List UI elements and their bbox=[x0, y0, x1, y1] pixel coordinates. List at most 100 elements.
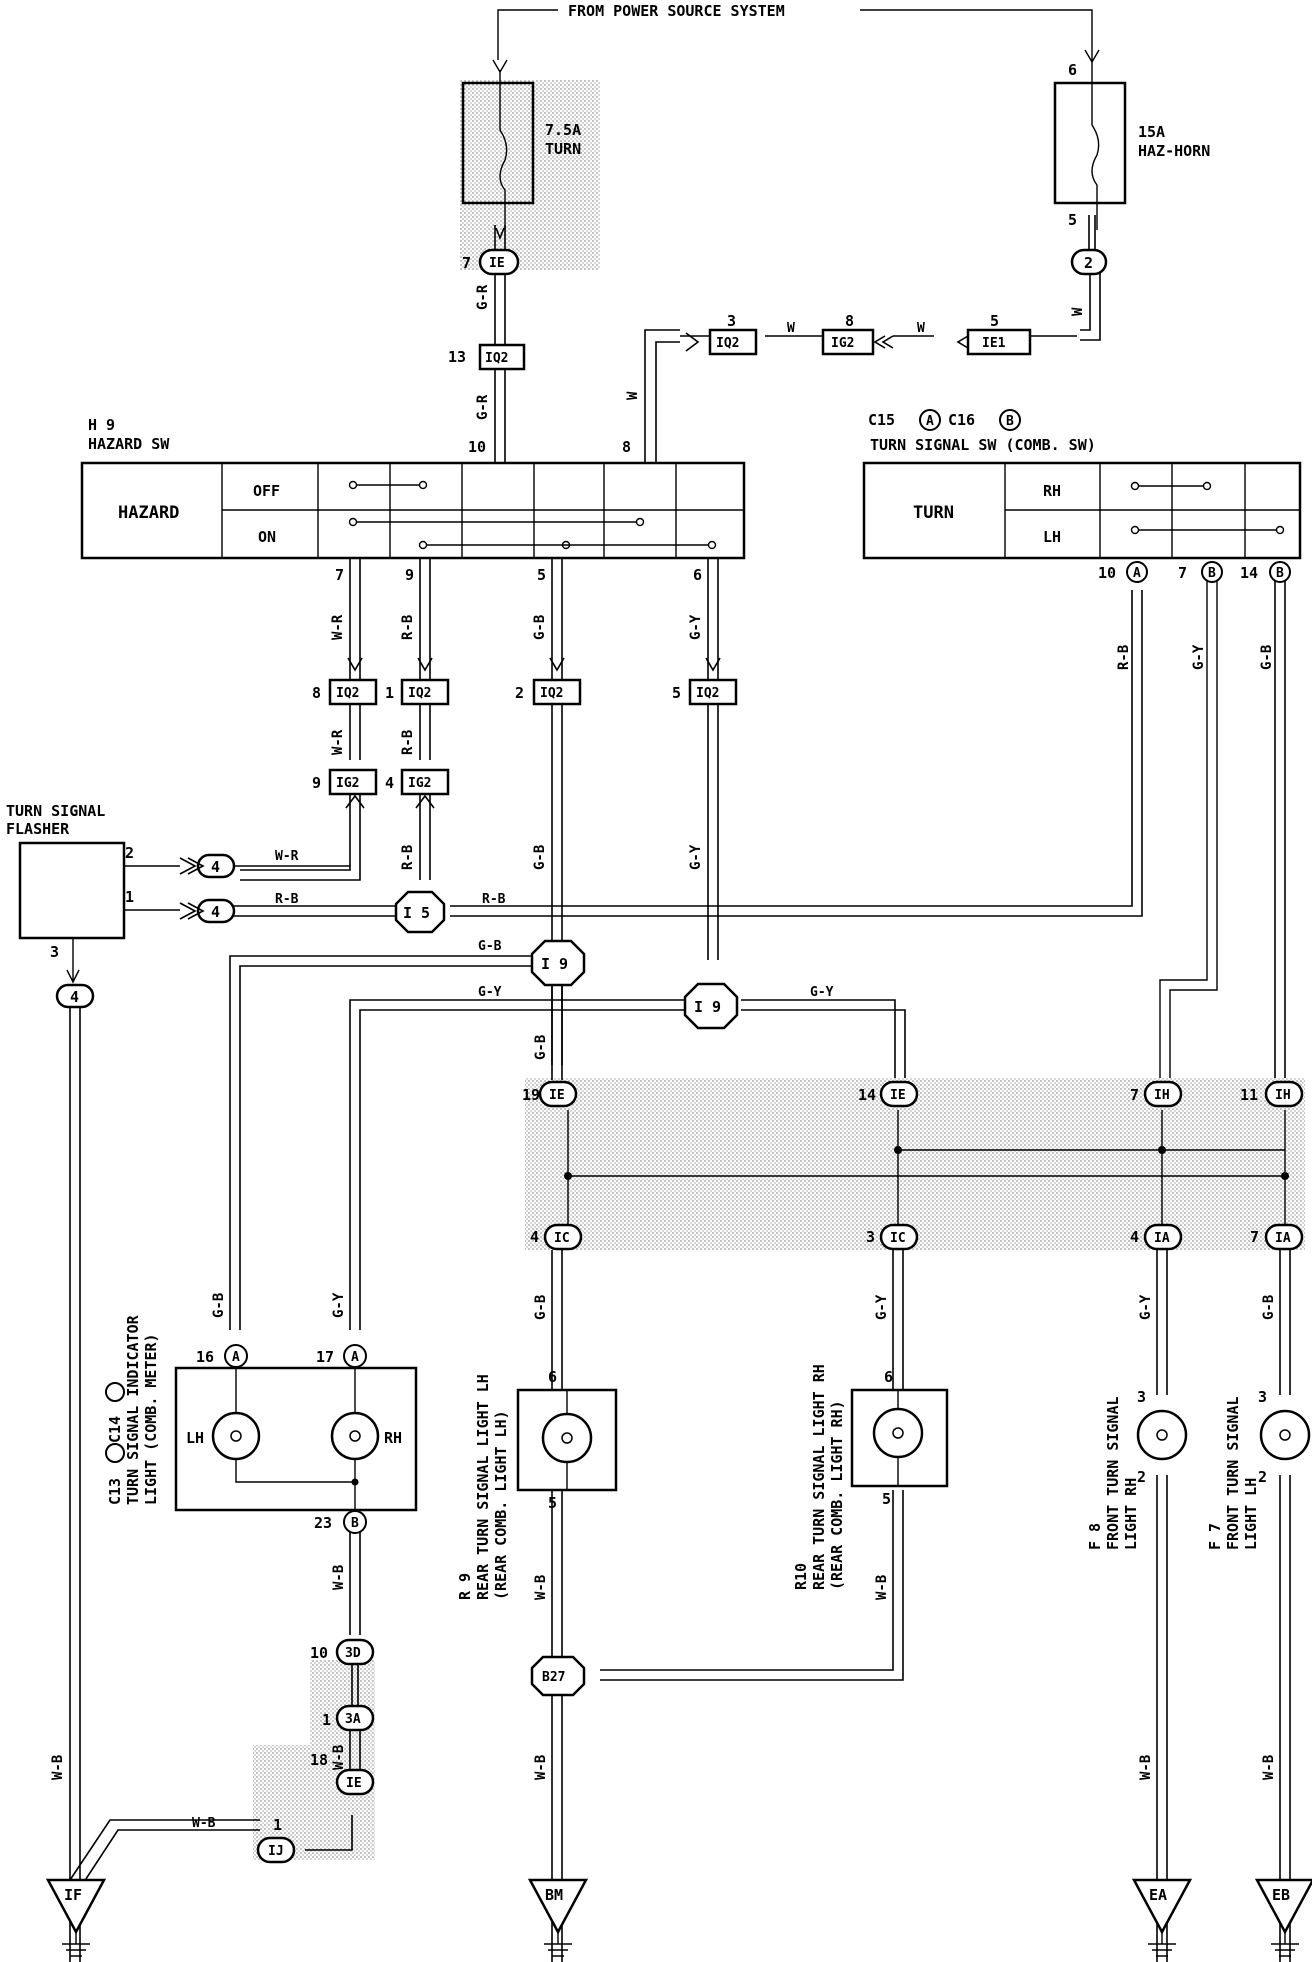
wire-gy-2: G-Y bbox=[688, 844, 704, 870]
pin-ij: 1 bbox=[273, 1816, 282, 1834]
hazard-sw-title: HAZARD SW bbox=[88, 435, 170, 453]
pin-meter-17: 17 bbox=[316, 1348, 334, 1366]
pin-r10-5: 5 bbox=[882, 1490, 891, 1508]
meter-rh: RH bbox=[384, 1429, 402, 1447]
meter-conn-a2: A bbox=[351, 1350, 359, 1365]
turn-sw-ref-b: C16 bbox=[948, 411, 975, 429]
rear-lh-line1: REAR TURN SIGNAL LIGHT LH bbox=[474, 1374, 492, 1600]
pin-ig2-a: 8 bbox=[845, 312, 854, 330]
flasher-jc-3: 4 bbox=[70, 988, 79, 1006]
wire-wb-2: W-B bbox=[331, 1745, 347, 1770]
wire-rb-1: R-B bbox=[400, 615, 416, 640]
connector-ie-top: 7 IE bbox=[462, 248, 520, 276]
pin-ic-4: 4 bbox=[530, 1228, 539, 1246]
wire-wb-9: W-B bbox=[50, 1755, 66, 1780]
pin-ia-7: 7 bbox=[1250, 1228, 1259, 1246]
ground-if: IF bbox=[45, 1878, 107, 1957]
pin-3a: 1 bbox=[322, 1711, 331, 1729]
ground-bm-label: BM bbox=[545, 1886, 563, 1904]
iq2-3-label: IQ2 bbox=[716, 336, 739, 351]
rear-turn-light-rh: 6 5 R10 REAR TURN SIGNAL LIGHT RH (REAR … bbox=[792, 1364, 949, 1590]
hazard-pin-10: 10 bbox=[468, 438, 486, 456]
pin-ie-18: 18 bbox=[310, 1751, 328, 1769]
turn-sw-conn-a: A bbox=[926, 414, 934, 429]
i9b-label: I 9 bbox=[694, 998, 721, 1016]
pin-r10-6: 6 bbox=[884, 1368, 893, 1386]
pin-ig2-9: 9 bbox=[312, 774, 321, 792]
ground-ea-label: EA bbox=[1149, 1886, 1167, 1904]
wire-harness bbox=[69, 9, 1291, 1962]
pin-iq2-8: 8 bbox=[312, 684, 321, 702]
pin-f7-3: 3 bbox=[1258, 1388, 1267, 1406]
hazard-switch: H 9 HAZARD SW HAZARD OFF ON 10 8 7 9 5 6 bbox=[80, 416, 746, 584]
i5-label: I 5 bbox=[403, 904, 430, 922]
fuse-haz-rating: 15A bbox=[1138, 123, 1165, 141]
pin-ic-3: 3 bbox=[866, 1228, 875, 1246]
turn-sw-ref-a: C15 bbox=[868, 411, 895, 429]
ij-label: IJ bbox=[268, 1844, 284, 1859]
wire-wb-3: W-B bbox=[192, 1816, 216, 1831]
wire-gb-ts: G-B bbox=[1259, 645, 1275, 670]
rear-turn-light-lh: 6 5 R 9 REAR TURN SIGNAL LIGHT LH (REAR … bbox=[456, 1368, 618, 1600]
flasher-title-2: FLASHER bbox=[6, 820, 70, 838]
turn-pin-10: 10 bbox=[1098, 564, 1116, 582]
wire-gb-5: G-B bbox=[533, 1295, 549, 1320]
iq2-8-label: IQ2 bbox=[336, 686, 359, 701]
front-lh-line2: LIGHT LH bbox=[1242, 1478, 1260, 1550]
hazard-pin-9: 9 bbox=[405, 566, 414, 584]
connector-iq2-3: 3 IQ2 bbox=[685, 312, 758, 356]
connector-3a: 1 3A bbox=[322, 1704, 375, 1732]
ig2-4-label: IG2 bbox=[408, 776, 431, 791]
fuse-haz-pin-in: 6 bbox=[1068, 61, 1077, 79]
3d-label: 3D bbox=[345, 1646, 361, 1661]
wire-gy-3: G-Y bbox=[478, 985, 502, 1000]
turn-pin-14-conn: B bbox=[1276, 566, 1284, 581]
pin-iq2-2: 2 bbox=[515, 684, 524, 702]
hazard-pin-8: 8 bbox=[622, 438, 631, 456]
pin-ie1: 5 bbox=[990, 312, 999, 330]
front-rh-line1: FRONT TURN SIGNAL bbox=[1104, 1396, 1122, 1550]
hazard-pin-7: 7 bbox=[335, 566, 344, 584]
wire-gr-1: G-R bbox=[475, 284, 491, 310]
fuse-haz-name: HAZ-HORN bbox=[1138, 142, 1210, 160]
wire-rb-3: R-B bbox=[400, 845, 416, 870]
pin-meter-23: 23 bbox=[314, 1514, 332, 1532]
ic-ia-row: 4 IC 3 IC 4 IA 7 IA bbox=[530, 1223, 1304, 1251]
rear-rh-line1: REAR TURN SIGNAL LIGHT RH bbox=[810, 1364, 828, 1590]
turn-pin-10-conn: A bbox=[1133, 566, 1141, 581]
flasher-pin-2: 2 bbox=[125, 844, 134, 862]
wire-w-4: W bbox=[625, 391, 641, 400]
ground-if-label: IF bbox=[64, 1886, 82, 1904]
pin-ia-4: 4 bbox=[1130, 1228, 1139, 1246]
indicator-line1: TURN SIGNAL INDICATOR bbox=[124, 1314, 142, 1505]
pin-ie-19: 19 bbox=[522, 1086, 540, 1104]
flasher-title-1: TURN SIGNAL bbox=[6, 802, 105, 820]
fuse-haz-pin-out: 5 bbox=[1068, 211, 1077, 229]
hazard-pin-5: 5 bbox=[537, 566, 546, 584]
wire-gy-7: G-Y bbox=[331, 1292, 347, 1318]
pin-iq2-a: 3 bbox=[727, 312, 736, 330]
wire-rb-ts: R-B bbox=[1116, 645, 1132, 670]
wire-wb-7: W-B bbox=[1138, 1755, 1154, 1780]
wire-gb-3: G-B bbox=[478, 939, 502, 954]
pin-f8-3: 3 bbox=[1137, 1388, 1146, 1406]
wire-rb-5: R-B bbox=[482, 892, 506, 907]
ig2-row: 9 IG2 4 IG2 bbox=[312, 768, 450, 809]
pin-f8-2: 2 bbox=[1137, 1468, 1146, 1486]
fuse-turn: 7.5A TURN bbox=[461, 59, 581, 241]
pin-ie-top: 7 bbox=[462, 254, 471, 272]
rear-lh-ref: R 9 bbox=[456, 1573, 474, 1600]
wire-wr-3: W-R bbox=[275, 849, 299, 864]
wire-wr-2: W-R bbox=[330, 729, 346, 755]
meter-conn-a1: A bbox=[232, 1350, 240, 1365]
ig2-9-label: IG2 bbox=[336, 776, 359, 791]
turn-signal-flasher: TURN SIGNAL FLASHER 2 1 3 4 4 4 bbox=[6, 802, 236, 1009]
front-rh-line2: LIGHT RH bbox=[1122, 1478, 1140, 1550]
rear-lh-line2: (REAR COMB. LIGHT LH) bbox=[492, 1410, 510, 1600]
wire-wb-1: W-B bbox=[331, 1565, 347, 1590]
pin-iq2-1: 1 bbox=[385, 684, 394, 702]
pin-f7-2: 2 bbox=[1258, 1468, 1267, 1486]
ie-ih-row: 19 IE 14 IE 7 IH 11 IH bbox=[522, 1080, 1304, 1108]
pin-r9-5: 5 bbox=[548, 1494, 557, 1512]
ie-top-label: IE bbox=[489, 256, 505, 271]
